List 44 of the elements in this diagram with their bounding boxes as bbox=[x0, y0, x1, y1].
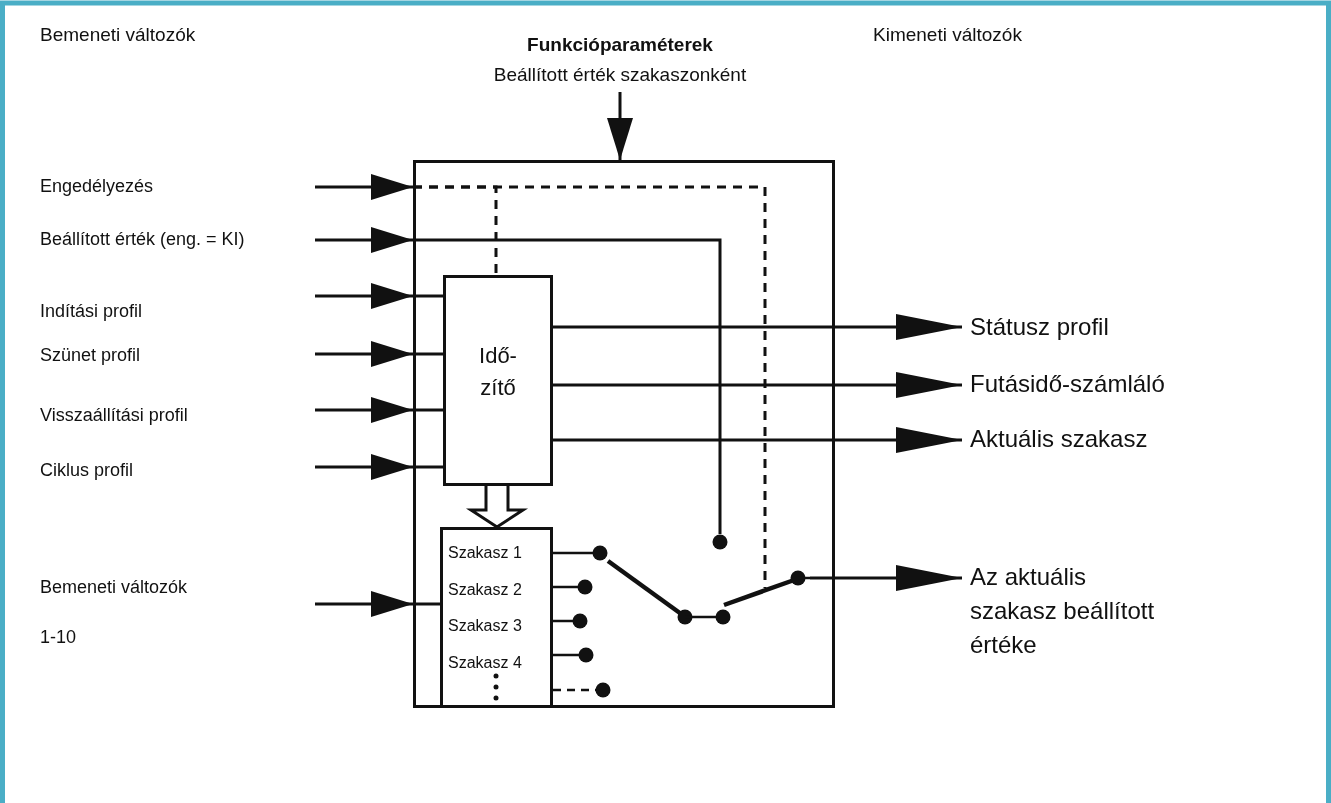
arrow bbox=[315, 283, 413, 309]
arrow bbox=[315, 397, 413, 423]
output-label: Aktuális szakasz bbox=[970, 424, 1148, 454]
connector-line bbox=[413, 602, 440, 606]
input-label: Szünet profil bbox=[40, 344, 141, 367]
connector-line bbox=[413, 408, 443, 412]
output-label: Státusz profil bbox=[970, 312, 1109, 342]
arrow bbox=[553, 427, 962, 453]
input-label: Beállított érték szakaszonként bbox=[492, 63, 748, 87]
arrow bbox=[810, 565, 962, 591]
arrow bbox=[553, 372, 962, 398]
column-heading: Bemeneti változók bbox=[40, 23, 196, 47]
timer-box bbox=[443, 275, 553, 486]
input-label: Engedélyezés bbox=[40, 175, 154, 198]
column-heading: Kimeneti változók bbox=[873, 23, 1022, 47]
arrow bbox=[315, 174, 413, 200]
connector-line bbox=[413, 238, 722, 534]
arrow bbox=[315, 227, 413, 253]
stage-box bbox=[440, 527, 553, 708]
output-label: Futásidő-számláló bbox=[970, 369, 1165, 399]
output-label: Az aktuális szakasz beállított értéke bbox=[970, 562, 1156, 660]
arrow bbox=[607, 92, 633, 160]
connector-line bbox=[413, 465, 443, 469]
input-label: Visszaállítási profil bbox=[40, 404, 188, 427]
stage-label: Szakasz 4 bbox=[448, 652, 522, 673]
arrow bbox=[315, 591, 413, 617]
section-heading: Funkcióparaméterek bbox=[526, 33, 714, 57]
connector-line bbox=[413, 352, 443, 356]
stage-label: Szakasz 1 bbox=[448, 543, 522, 563]
function-block bbox=[413, 160, 835, 708]
stage-label: Szakasz 3 bbox=[448, 616, 522, 636]
input-label: Ciklus profil bbox=[40, 459, 134, 482]
input-label: Beállított érték (eng. = KI) bbox=[40, 228, 245, 251]
block-label: Idő- zítő bbox=[478, 342, 518, 402]
input-label: Indítási profil bbox=[40, 300, 143, 323]
connector-line bbox=[413, 294, 443, 298]
arrow bbox=[465, 484, 529, 529]
input-label: Bemeneti változók bbox=[40, 576, 188, 599]
arrow bbox=[315, 454, 413, 480]
arrow bbox=[315, 341, 413, 367]
connector-line bbox=[413, 185, 767, 588]
input-label: 1-10 bbox=[40, 626, 77, 649]
arrow bbox=[553, 314, 962, 340]
stage-label: Szakasz 2 bbox=[448, 579, 522, 600]
